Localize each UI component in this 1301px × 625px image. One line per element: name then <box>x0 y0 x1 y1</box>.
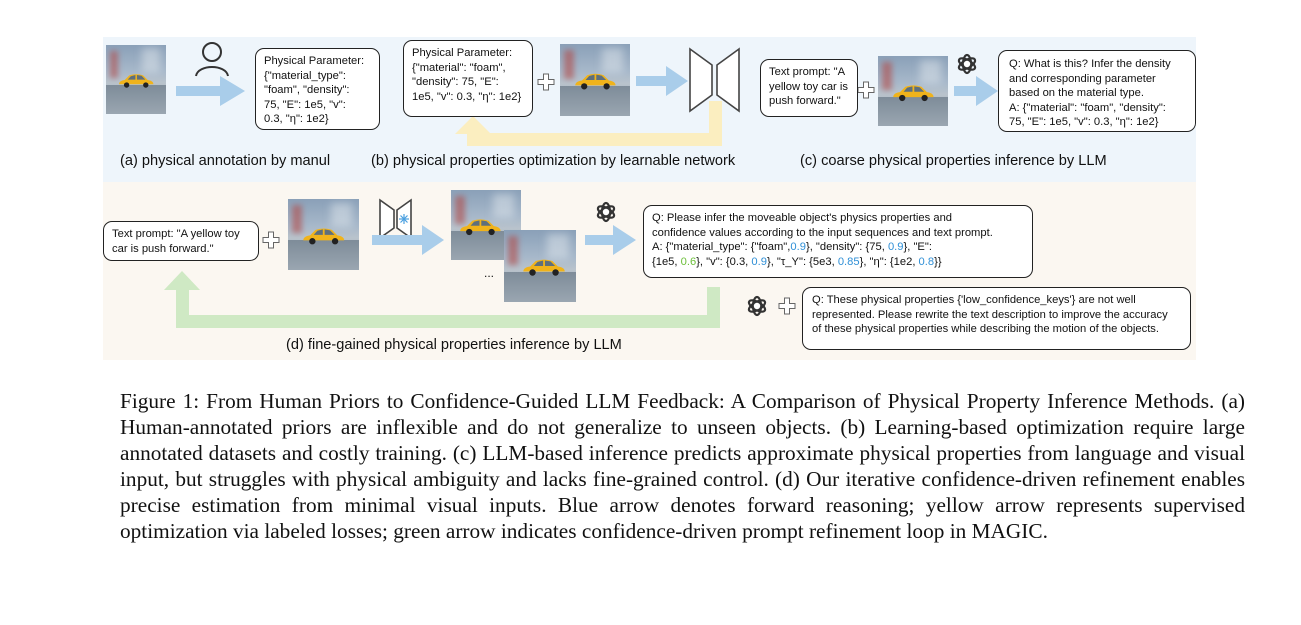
figure-caption: Figure 1: From Human Priors to Confidenc… <box>120 389 1245 543</box>
caption-a: (a) physical annotation by manul <box>120 153 331 169</box>
physical-parameter-box-b: Physical Parameter: {"material": "foam",… <box>403 40 533 117</box>
car-image-a <box>106 45 166 114</box>
text-prompt-box-d: Text prompt: "A yellow toy car is push f… <box>103 221 259 261</box>
blue-arrow-d2 <box>585 225 636 255</box>
openai-logo-icon <box>746 295 768 317</box>
qa-question-line-1: Q: Please infer the moveable object's ph… <box>652 212 953 224</box>
llm-qa-box-d: Q: Please infer the moveable object's ph… <box>643 205 1033 278</box>
blue-arrow-d1 <box>372 225 444 255</box>
text-prompt-box-c: Text prompt: "A yellow toy car is push f… <box>760 59 858 117</box>
llm-qa-box-c: Q: What is this? Infer the density and c… <box>998 50 1196 132</box>
caption-d: (d) fine-gained physical properties infe… <box>286 337 622 353</box>
car-image-b <box>560 44 630 116</box>
caption-b: (b) physical properties optimization by … <box>371 153 736 169</box>
qa-question-line-2: confidence values according to the input… <box>652 226 993 239</box>
yellow-arrow-b <box>455 101 722 146</box>
green-arrow-d <box>164 271 720 328</box>
sequence-ellipsis: ... <box>484 266 495 280</box>
qa-answer-line-1: A: {"material_type": {"foam",0.9}, "dens… <box>652 241 932 254</box>
blue-arrow-c <box>954 76 998 106</box>
qa-answer-line-2: {1e5, 0.6}, "v": {0.3, 0.9}, "τ_Y": {5e3… <box>652 255 942 268</box>
blue-arrow-b <box>636 66 688 96</box>
car-image-d-seq2 <box>504 230 576 302</box>
caption-c: (c) coarse physical properties inference… <box>800 153 1107 169</box>
network-icon <box>689 47 740 113</box>
openai-logo-icon <box>956 53 978 75</box>
plus-icon <box>778 297 796 315</box>
car-image-d-input <box>288 199 359 270</box>
plus-icon <box>857 81 875 99</box>
plus-icon <box>537 73 555 91</box>
plus-icon <box>262 231 280 249</box>
car-image-c <box>878 56 948 126</box>
blue-arrow-a <box>176 76 245 106</box>
physical-parameter-box-a: Physical Parameter: {"material_type": "f… <box>255 48 380 130</box>
openai-logo-icon <box>595 201 617 223</box>
person-icon <box>195 42 229 77</box>
snowflake-icon <box>399 214 409 224</box>
feedback-qa-box-d: Q: These physical properties {'low_confi… <box>802 287 1191 350</box>
